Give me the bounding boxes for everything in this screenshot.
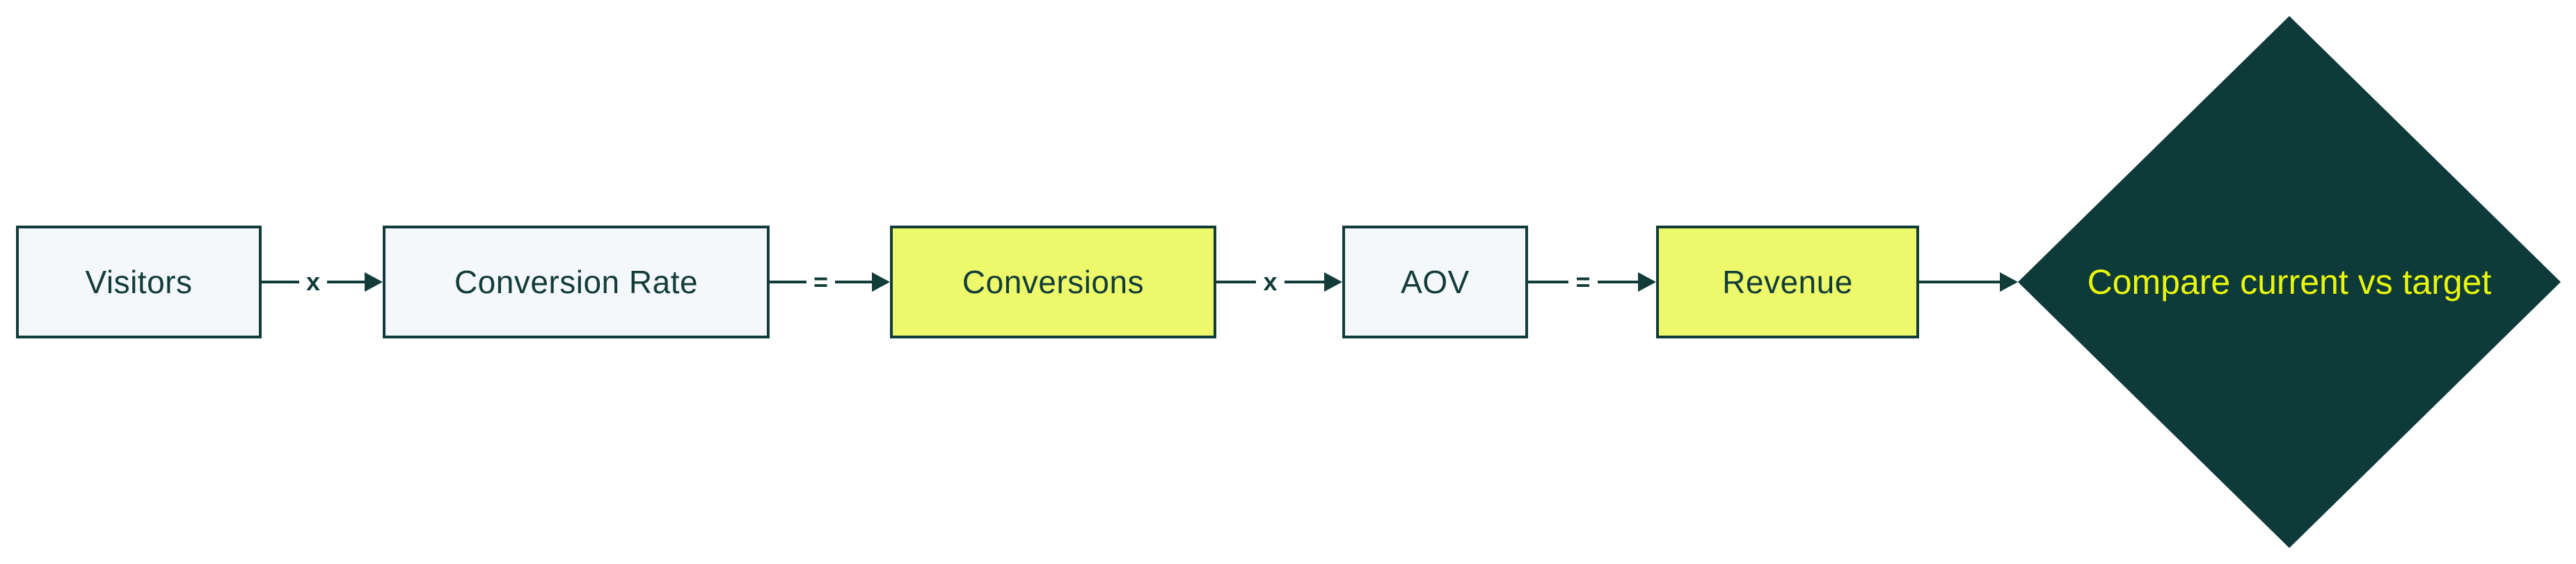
edge-line	[1528, 281, 1569, 283]
node-aov-label: AOV	[1401, 264, 1470, 300]
arrowhead-icon	[1638, 272, 1656, 292]
node-conversion-rate: Conversion Rate	[383, 226, 770, 338]
arrowhead-icon	[365, 272, 383, 292]
edge-line	[1284, 281, 1324, 283]
node-revenue: Revenue	[1656, 226, 1919, 338]
edge-conversions-to-aov: x	[1216, 226, 1342, 338]
edge-operator-label: x	[305, 267, 321, 296]
edge-line	[327, 281, 365, 283]
node-compare-decision: Compare current vs target	[2018, 16, 2561, 548]
arrowhead-icon	[1324, 272, 1342, 292]
node-conversions-label: Conversions	[962, 264, 1145, 300]
edge-line	[262, 281, 299, 283]
edge-line	[1597, 281, 1638, 283]
edge-line	[1919, 281, 1959, 283]
node-conversion-rate-label: Conversion Rate	[454, 264, 699, 300]
edge-operator-label: =	[813, 267, 829, 296]
arrowhead-icon	[872, 272, 890, 292]
node-compare-label: Compare current vs target	[2087, 263, 2492, 301]
node-visitors-label: Visitors	[85, 264, 193, 300]
edge-aov-to-revenue: =	[1528, 226, 1656, 338]
edge-line	[1959, 281, 2000, 283]
node-aov: AOV	[1342, 226, 1528, 338]
node-conversions: Conversions	[890, 226, 1216, 338]
edge-conversion-rate-to-conversions: =	[770, 226, 890, 338]
edge-visitors-to-conversion-rate: x	[262, 226, 383, 338]
edge-operator-label: =	[1575, 267, 1591, 296]
node-visitors: Visitors	[16, 226, 262, 338]
edge-operator-label: x	[1263, 267, 1278, 296]
edge-line	[1216, 281, 1257, 283]
edge-line	[770, 281, 806, 283]
arrowhead-icon	[2000, 272, 2018, 292]
edge-line	[835, 281, 872, 283]
node-revenue-label: Revenue	[1722, 264, 1853, 300]
edge-revenue-to-compare	[1919, 226, 2018, 338]
